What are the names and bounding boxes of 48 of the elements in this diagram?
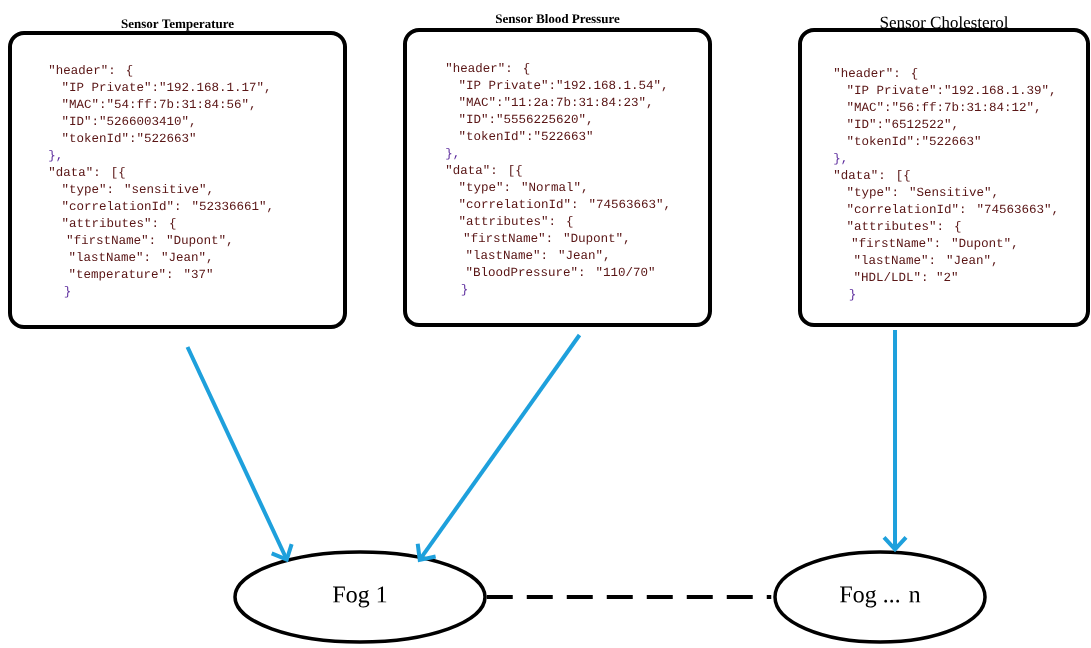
code-line: "header": { (446, 62, 530, 75)
code-line: "firstName": "Dupont", (464, 232, 628, 245)
code-line: } (64, 285, 70, 298)
code-line: }, (834, 152, 845, 165)
code-line: "IP Private":"192.168.1.54", (460, 79, 666, 92)
code-line: "tokenId":"522663" (848, 135, 980, 146)
code-line: "ID":"5266003410", (63, 115, 194, 128)
code-line: } (461, 283, 467, 296)
code-line: "temperature": "37" (70, 268, 212, 281)
code-line: "header": { (49, 64, 133, 77)
code-line: "tokenId":"522663" (63, 132, 195, 143)
code-line: "correlationId": "74563663", (848, 203, 1056, 216)
code-line: }, (446, 147, 457, 160)
code-line: "ID":"5556225620", (460, 113, 591, 126)
code-line: "IP Private":"192.168.1.17", (63, 81, 269, 94)
code-line: "firstName": "Dupont", (67, 234, 231, 247)
code-line: "lastName": "Jean", (467, 249, 608, 262)
code-line: "MAC":"56:ff:7b:31:84:12", (848, 101, 1039, 114)
code-line: "attributes": { (63, 217, 176, 230)
code-line: "type": "Sensitive", (848, 186, 996, 199)
arrow (415, 333, 582, 563)
code-line: } (849, 288, 855, 301)
arrow (185, 346, 294, 563)
code-line: "MAC":"11:2a:7b:31:84:23", (460, 96, 651, 109)
box-heading: Sensor Cholesterol (880, 16, 1009, 29)
code-line: "IP Private":"192.168.1.39", (848, 84, 1054, 97)
code-line: "MAC":"54:ff:7b:31:84:56", (63, 98, 254, 111)
code-line: "tokenId":"522663" (460, 130, 592, 141)
code-line: "correlationId": "74563663", (460, 198, 668, 211)
code-line: "lastName": "Jean", (70, 251, 211, 264)
code-line: "type": "sensitive", (63, 183, 211, 196)
code-line: "lastName": "Jean", (855, 254, 996, 267)
code-line: "attributes": { (848, 220, 961, 233)
code-line: "BloodPressure": "110/70" (467, 266, 654, 277)
code-line: "ID":"6512522", (848, 118, 956, 131)
box-heading: Sensor Blood Pressure (495, 13, 620, 24)
code-line: "attributes": { (460, 215, 573, 228)
code-line: "firstName": "Dupont", (852, 237, 1016, 250)
code-line: "data": [{ (834, 169, 910, 182)
box-heading: Sensor Temperature (121, 19, 234, 31)
code-line: }, (49, 149, 60, 162)
code-line: "header": { (834, 67, 918, 80)
arrow (882, 330, 908, 553)
code-line: "data": [{ (446, 164, 522, 177)
code-line: "HDL/LDL": "2" (855, 271, 957, 282)
code-line: "type": "Normal", (460, 181, 586, 194)
code-line: "correlationId": "52336661", (63, 200, 271, 213)
code-line: "data": [{ (49, 166, 125, 179)
